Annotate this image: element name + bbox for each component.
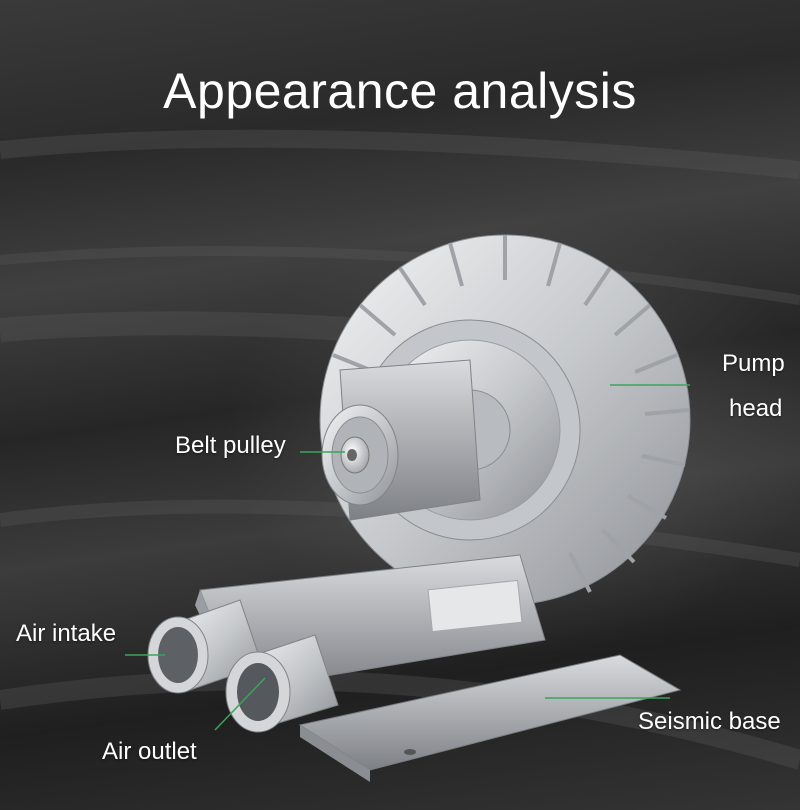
seismic-base	[298, 654, 682, 782]
page-title: Appearance analysis	[163, 63, 637, 119]
label-belt-pulley: Belt pulley	[175, 432, 286, 459]
belt-pulley	[321, 404, 399, 506]
label-air-outlet: Air outlet	[102, 738, 197, 765]
label-air-intake: Air intake	[16, 620, 117, 647]
label-pump: Pump	[722, 350, 785, 377]
label-head: head	[729, 395, 783, 422]
label-seismic-base: Seismic base	[638, 708, 781, 735]
